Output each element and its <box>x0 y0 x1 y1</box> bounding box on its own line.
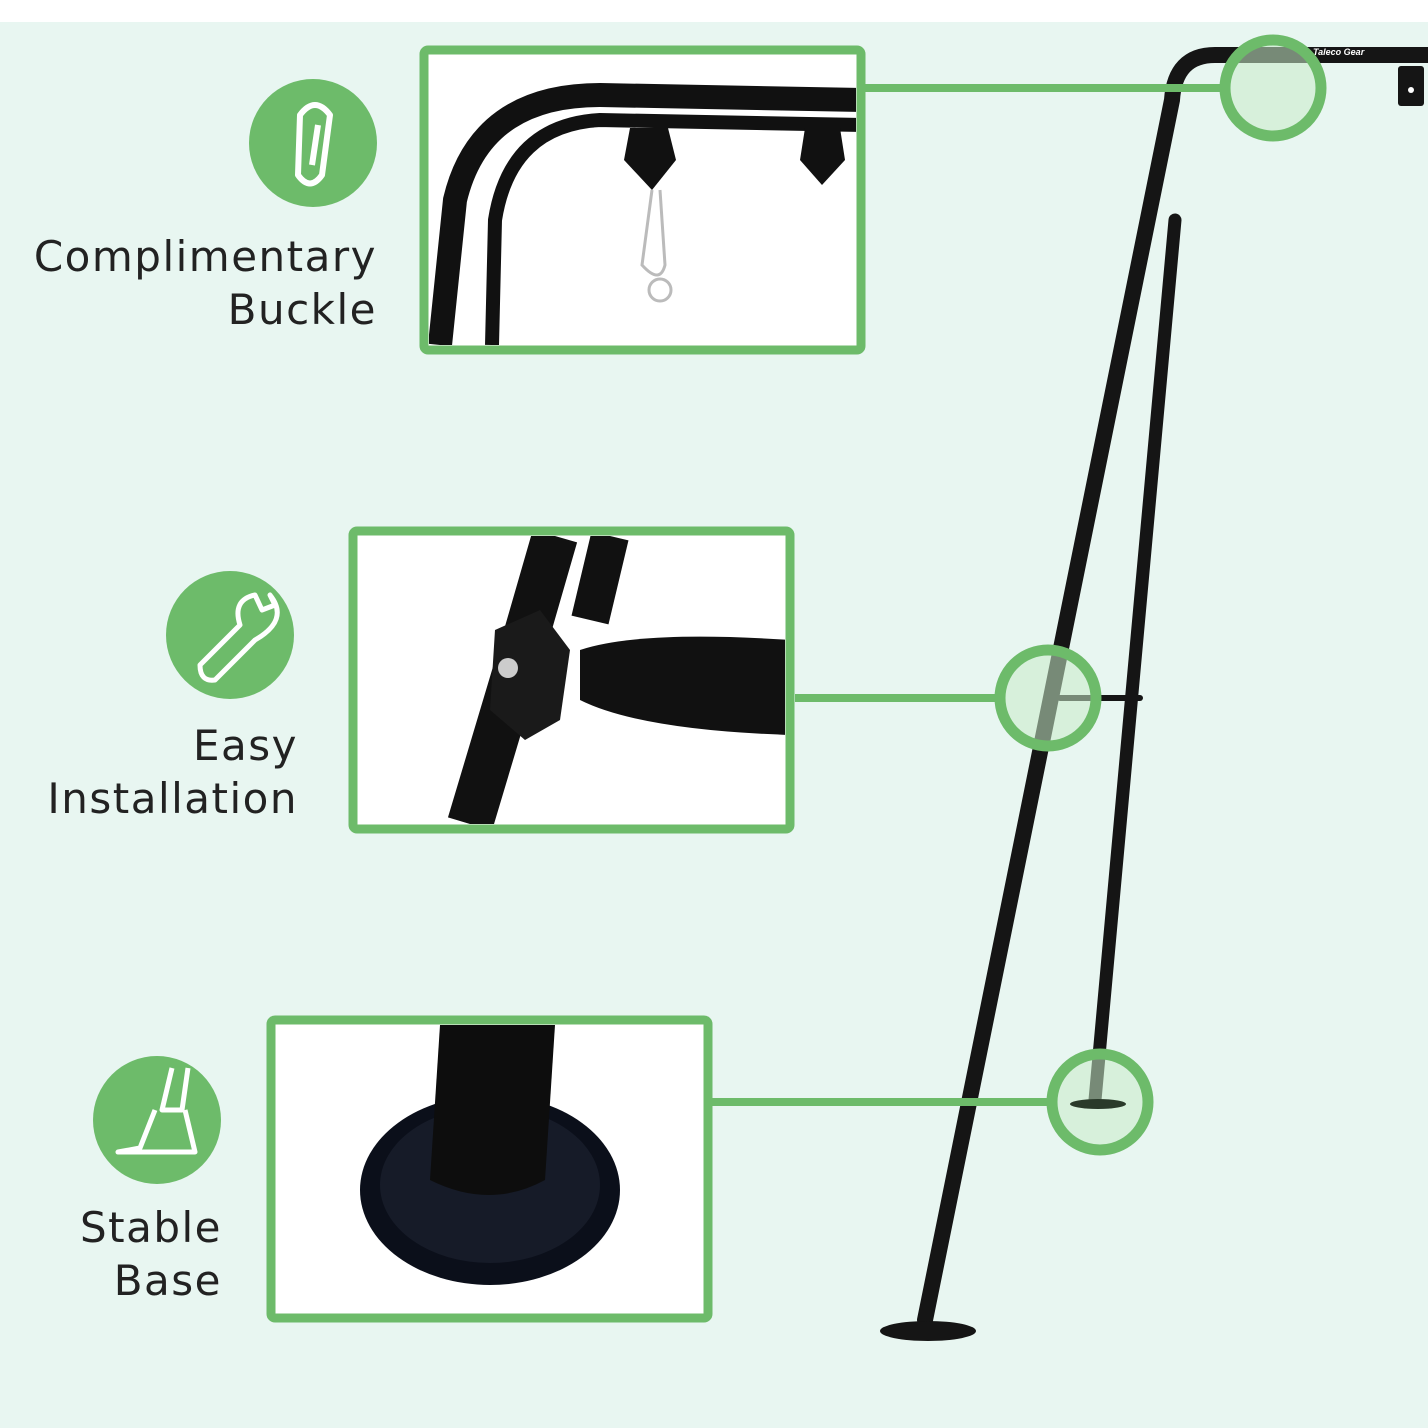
connector-lines <box>712 84 1222 1106</box>
feature-icons <box>93 79 377 1184</box>
top-band <box>0 0 1428 22</box>
feature-title-line1: Easy <box>192 721 298 770</box>
highlight-buckle <box>1219 34 1327 142</box>
feature-title-line1: Complimentary <box>33 232 377 281</box>
highlight-circles <box>994 34 1327 1156</box>
feature-title-line2: Installation <box>47 774 298 823</box>
feature-title-line2: Base <box>113 1256 222 1305</box>
detail-box-buckle <box>419 45 866 355</box>
detail-box-base <box>266 1015 713 1323</box>
feature-title-line2: Buckle <box>227 285 377 334</box>
brand-logo: Taleco Gear <box>1313 47 1365 57</box>
highlight-joint <box>994 644 1102 752</box>
feature-label-buckle: Complimentary Buckle <box>34 230 377 336</box>
swing-frame <box>880 47 1428 1341</box>
feature-label-base: Stable Base <box>80 1201 222 1307</box>
stable-base-icon <box>93 1056 221 1184</box>
detail-box-joint <box>348 526 795 834</box>
feature-title-line1: Stable <box>79 1203 222 1252</box>
feature-label-installation: Easy Installation <box>47 719 298 825</box>
